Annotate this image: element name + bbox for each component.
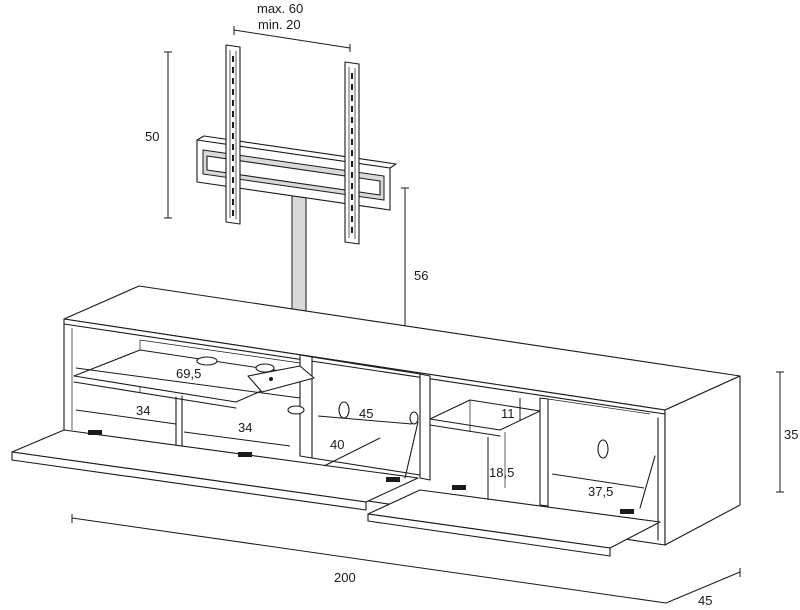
left-drop-door xyxy=(11,421,419,511)
rail-slot xyxy=(232,133,234,139)
label-compartment-left: 34 xyxy=(136,403,150,418)
rail-slot xyxy=(232,144,234,150)
rail-slot xyxy=(232,177,234,183)
rail-slot xyxy=(351,73,353,79)
label-cabinet-height: 35 xyxy=(784,427,798,442)
inner-dimensions xyxy=(75,367,645,500)
label-min-width: min. 20 xyxy=(258,17,301,32)
label-right-height: 18,5 xyxy=(489,465,514,480)
label-shelf-height: 11 xyxy=(501,406,515,421)
rail-slot xyxy=(232,67,234,73)
bracket-rail-right xyxy=(344,61,360,245)
rail-slot xyxy=(232,78,234,84)
rail-slot xyxy=(232,166,234,172)
bracket-rail-left xyxy=(225,44,241,225)
support-pole xyxy=(290,195,308,328)
rail-slot xyxy=(232,89,234,95)
label-total-width: 200 xyxy=(334,570,356,585)
label-shelf-width: 69,5 xyxy=(176,366,201,381)
rail-slot xyxy=(232,199,234,205)
rail-slot xyxy=(351,84,353,90)
pole-height-dimension xyxy=(401,187,409,343)
rail-slot xyxy=(232,210,234,216)
rail-slot xyxy=(351,205,353,211)
rail-slot xyxy=(232,155,234,161)
cabinet-body xyxy=(63,285,741,546)
label-right-width: 37,5 xyxy=(588,484,613,499)
label-compartment-mid: 34 xyxy=(238,420,252,435)
right-drop-door xyxy=(367,455,661,557)
rail-slot xyxy=(232,100,234,106)
label-inner-depth: 40 xyxy=(330,437,344,452)
bracket-height-dimension xyxy=(164,51,172,219)
label-pole-height: 56 xyxy=(414,268,428,283)
rail-slot xyxy=(351,194,353,200)
rail-slot xyxy=(351,172,353,178)
rail-slot xyxy=(351,227,353,233)
label-total-depth: 45 xyxy=(698,593,712,608)
rail-slot xyxy=(351,216,353,222)
rail-slot xyxy=(232,122,234,128)
outer-dimensions xyxy=(71,371,784,604)
rail-slot xyxy=(351,161,353,167)
label-bracket-height: 50 xyxy=(145,129,159,144)
rail-slot xyxy=(232,188,234,194)
rail-slot xyxy=(232,111,234,117)
bracket-width-dimension xyxy=(233,26,351,52)
rail-slot xyxy=(351,95,353,101)
rail-slot xyxy=(351,139,353,145)
rail-slot xyxy=(351,106,353,112)
label-max-width: max. 60 xyxy=(257,1,303,16)
bracket-crossbar xyxy=(196,135,397,211)
rail-slot xyxy=(351,150,353,156)
rail-slot xyxy=(351,117,353,123)
rail-slot xyxy=(232,56,234,62)
rail-slot xyxy=(351,128,353,134)
label-compartment-depth: 45 xyxy=(359,406,373,421)
rail-slot xyxy=(351,183,353,189)
